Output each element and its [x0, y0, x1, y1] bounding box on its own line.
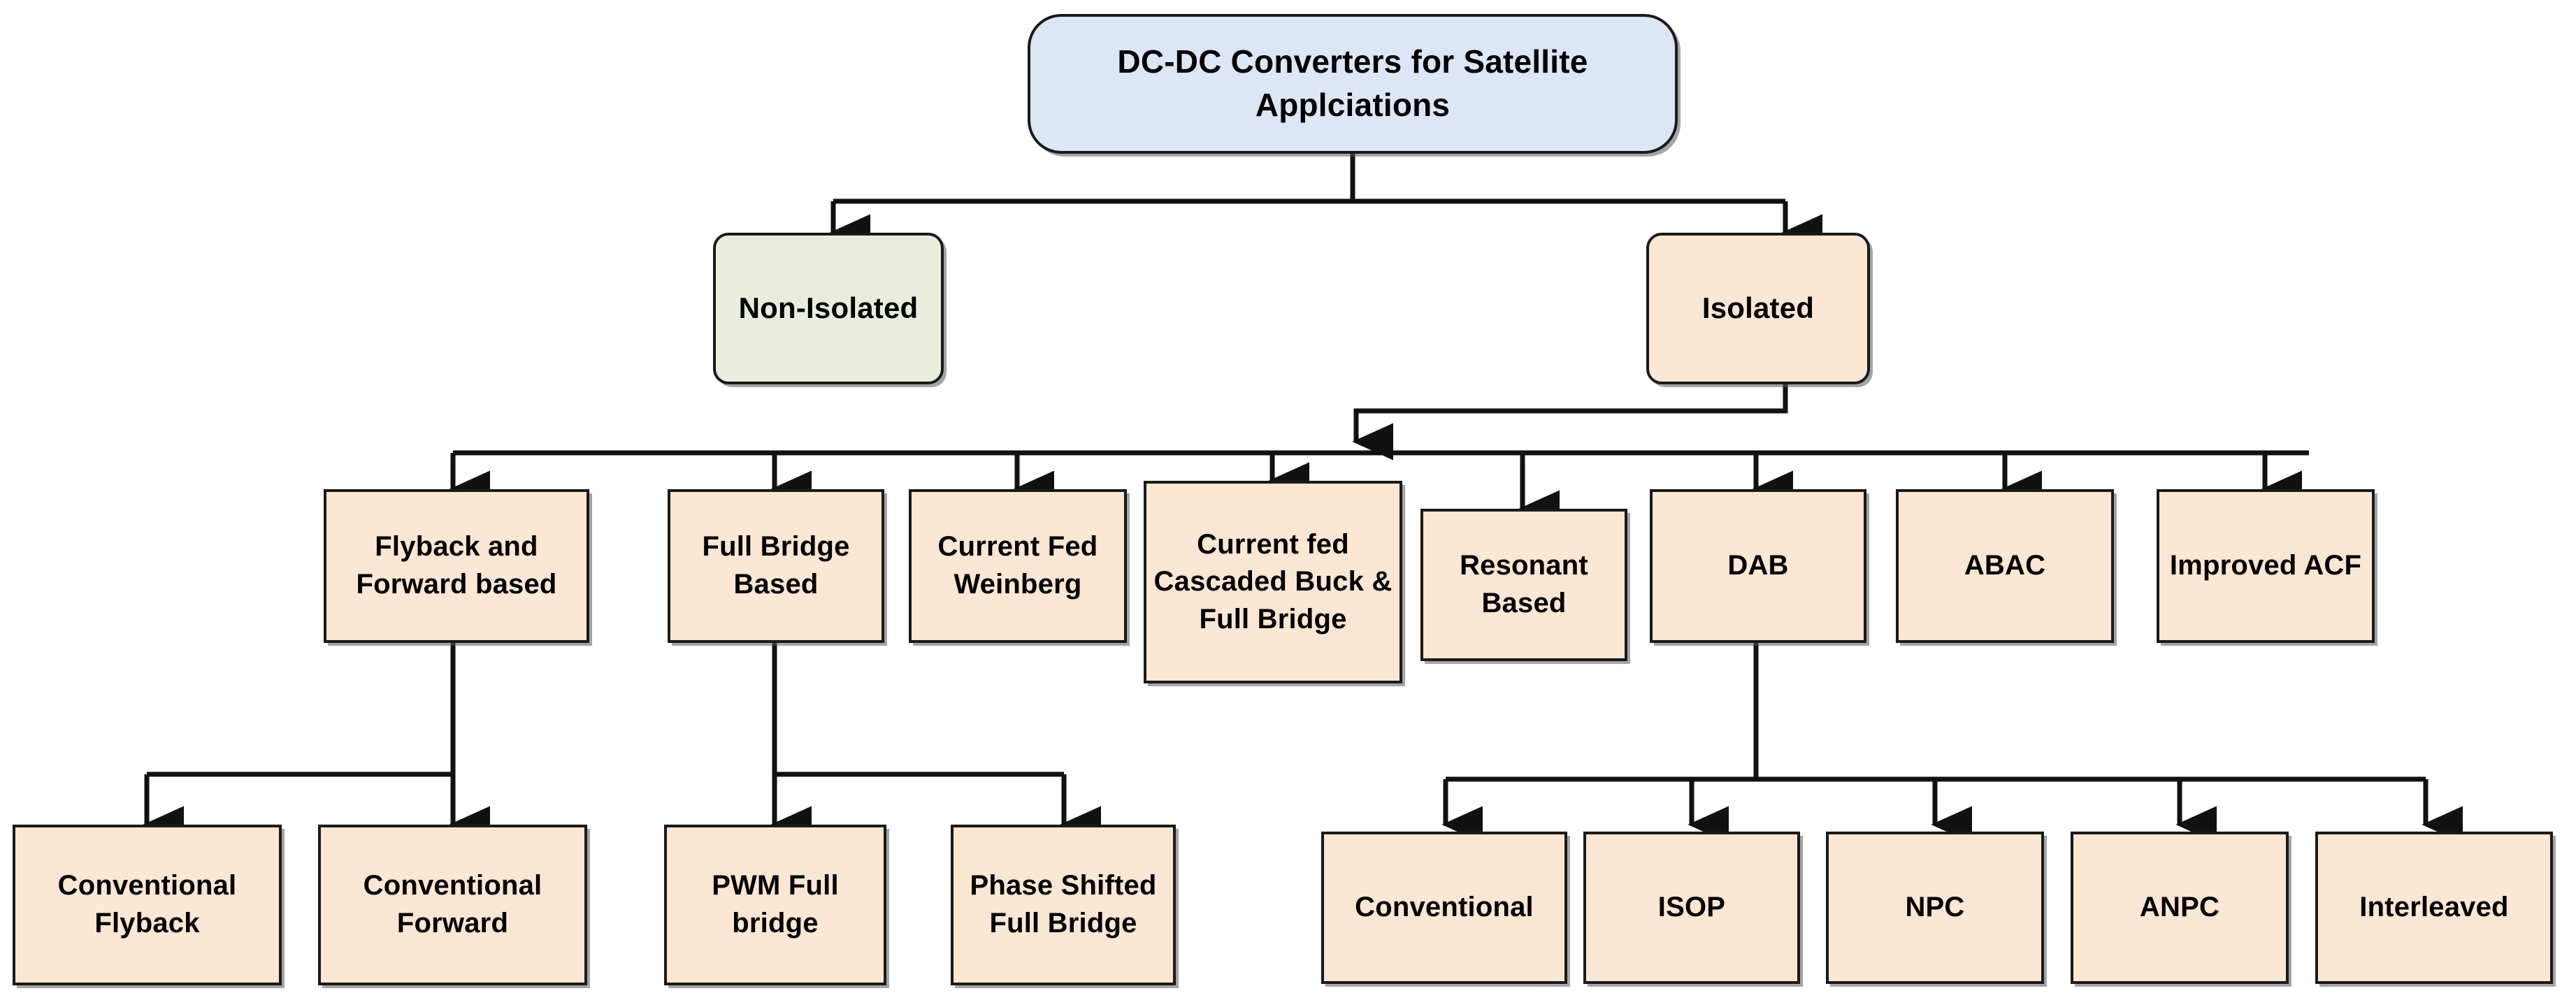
node-npc-label: NPC [1905, 892, 1965, 923]
node-npc[interactable]: NPC [1826, 832, 2044, 984]
node-flyback-forward-based[interactable]: Flyback and Forward based [324, 489, 589, 643]
node-phase-shifted-full-bridge[interactable]: Phase Shifted Full Bridge [951, 825, 1176, 985]
node-non-isolated-label: Non-Isolated [738, 291, 919, 325]
node-full-bridge-based[interactable]: Full Bridge Based [668, 489, 884, 643]
node-conventional-forward[interactable]: Conventional Forward [318, 825, 587, 985]
node-interleaved-label: Interleaved [2359, 892, 2509, 923]
node-improved-acf[interactable]: Improved ACF [2157, 489, 2375, 643]
node-root[interactable]: DC-DC Converters for Satellite Applciati… [1028, 14, 1678, 154]
node-dab-conventional[interactable]: Conventional [1321, 832, 1567, 984]
node-resonant-based-label: Resonant Based [1460, 550, 1588, 618]
node-abac-label: ABAC [1964, 550, 2046, 581]
node-isop[interactable]: ISOP [1583, 832, 1800, 984]
node-pwm-full-bridge[interactable]: PWM Full bridge [664, 825, 886, 985]
node-dab-conventional-label: Conventional [1355, 892, 1534, 923]
node-improved-acf-label: Improved ACF [2169, 550, 2362, 581]
node-isolated[interactable]: Isolated [1646, 233, 1870, 384]
node-full-bridge-based-label: Full Bridge Based [702, 531, 850, 600]
node-isop-label: ISOP [1657, 892, 1726, 923]
node-anpc-label: ANPC [2139, 892, 2220, 923]
node-current-fed-cascaded-buck-full-bridge-label: Current fed Cascaded Buck & Full Bridge [1153, 528, 1393, 635]
node-anpc[interactable]: ANPC [2071, 832, 2289, 984]
node-interleaved[interactable]: Interleaved [2315, 832, 2553, 984]
node-abac[interactable]: ABAC [1896, 489, 2114, 643]
node-isolated-label: Isolated [1701, 291, 1815, 325]
node-current-fed-cascaded-buck-full-bridge[interactable]: Current fed Cascaded Buck & Full Bridge [1144, 481, 1402, 683]
node-dab-label: DAB [1727, 550, 1789, 581]
node-flyback-forward-based-label: Flyback and Forward based [356, 531, 557, 600]
node-pwm-full-bridge-label: PWM Full bridge [712, 870, 839, 939]
node-current-fed-weinberg-label: Current Fed Weinberg [937, 531, 1098, 600]
node-root-label: DC-DC Converters for Satellite Applciati… [1117, 43, 1588, 123]
node-resonant-based[interactable]: Resonant Based [1420, 509, 1627, 661]
edge-isolated-drop [1352, 384, 1788, 461]
node-conventional-flyback-label: Conventional Flyback [57, 870, 237, 939]
node-phase-shifted-full-bridge-label: Phase Shifted Full Bridge [970, 870, 1157, 939]
node-conventional-forward-label: Conventional Forward [363, 870, 542, 939]
node-conventional-flyback[interactable]: Conventional Flyback [13, 825, 282, 985]
node-current-fed-weinberg[interactable]: Current Fed Weinberg [909, 489, 1127, 643]
node-non-isolated[interactable]: Non-Isolated [713, 233, 944, 384]
node-dab[interactable]: DAB [1650, 489, 1866, 643]
